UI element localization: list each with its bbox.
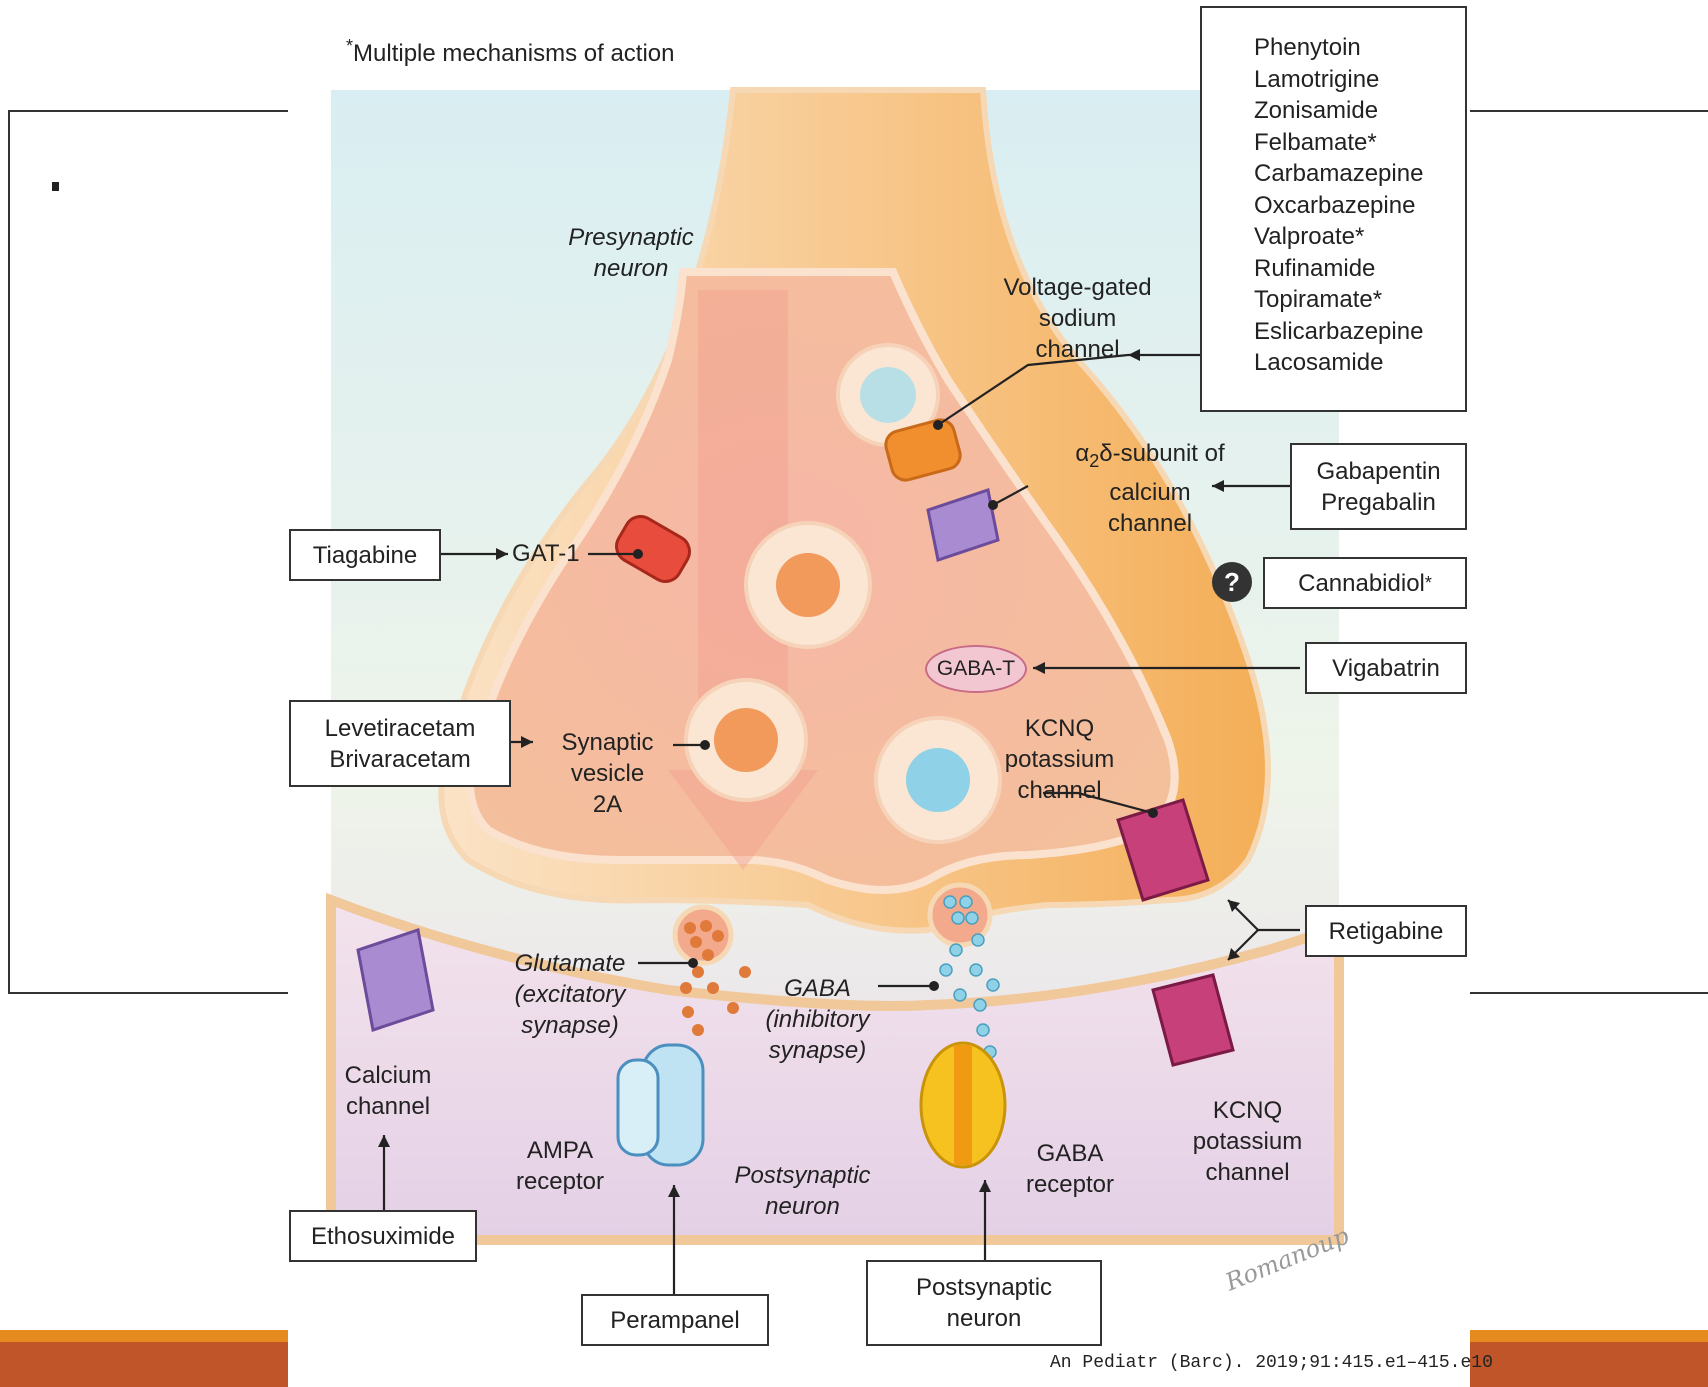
drug-item: Phenytoin (1254, 32, 1465, 64)
drug-item: Rufinamide (1254, 253, 1465, 285)
citation: An Pediatr (Barc). 2019;91:415.e1–415.e1… (1050, 1353, 1493, 1373)
alpha2delta-label: α2δ-subunit of calcium channel (1050, 438, 1250, 539)
gaba-t-enzyme: GABA-T (925, 645, 1027, 693)
drug-item: Felbamate* (1254, 127, 1465, 159)
gaba-receptor-shape (921, 1043, 1005, 1167)
drug-item: Eslicarbazepine (1254, 316, 1465, 348)
drug-item: Lacosamide (1254, 347, 1465, 379)
drug-item: Topiramate* (1254, 284, 1465, 316)
sv2a-label: Synaptic vesicle 2A (540, 727, 675, 820)
ampa-receptor-shape (618, 1045, 703, 1165)
gat1-label: GAT-1 (512, 538, 592, 569)
ampa-receptor-label: AMPA receptor (500, 1135, 620, 1197)
question-mark-icon: ? (1212, 562, 1252, 602)
vesicle-4 (876, 718, 1000, 842)
drug-item: Zonisamide (1254, 95, 1465, 127)
vesicle-2 (746, 523, 870, 647)
vigabatrin-box: Vigabatrin (1305, 642, 1467, 694)
drug-item: Lamotrigine (1254, 64, 1465, 96)
drug-item: Carbamazepine (1254, 158, 1465, 190)
glutamate-label: Glutamate (excitatory synapse) (495, 948, 645, 1041)
retigabine-box: Retigabine (1305, 905, 1467, 957)
gaba-receptor-label: GABA receptor (1010, 1138, 1130, 1200)
calcium-channel-postsynaptic-shape (358, 930, 433, 1030)
sodium-channel-drug-list: Phenytoin Lamotrigine Zonisamide Felbama… (1200, 6, 1467, 412)
vesicle-3 (686, 680, 806, 800)
sodium-channel-label: Voltage-gated sodium channel (985, 272, 1170, 365)
kcnq-top-label: KCNQ potassium channel (992, 713, 1127, 806)
gabapentin-pregabalin-box: Gabapentin Pregabalin (1290, 443, 1467, 530)
drug-item: Valproate* (1254, 221, 1465, 253)
gaba-label: GABA (inhibitory synapse) (750, 973, 885, 1066)
postsynaptic-neuron-label: Postsynaptic neuron (715, 1160, 890, 1222)
ethosuximide-box: Ethosuximide (289, 1210, 477, 1262)
calcium-channel-label: Calcium channel (328, 1060, 448, 1122)
levetiracetam-brivaracetam-box: Levetiracetam Brivaracetam (289, 700, 511, 787)
presynaptic-neuron-label: Presynaptic neuron (546, 222, 716, 284)
tiagabine-box: Tiagabine (289, 529, 441, 581)
drug-item: Oxcarbazepine (1254, 190, 1465, 222)
gaba-receptor-drug-box: Postsynaptic neuron (866, 1260, 1102, 1346)
cannabidiol-box: Cannabidiol* (1263, 557, 1467, 609)
perampanel-box: Perampanel (581, 1294, 769, 1346)
footnote: *Multiple mechanisms of action (346, 36, 674, 68)
bullet-point (52, 182, 59, 191)
kcnq-bottom-label: KCNQ potassium channel (1180, 1095, 1315, 1188)
